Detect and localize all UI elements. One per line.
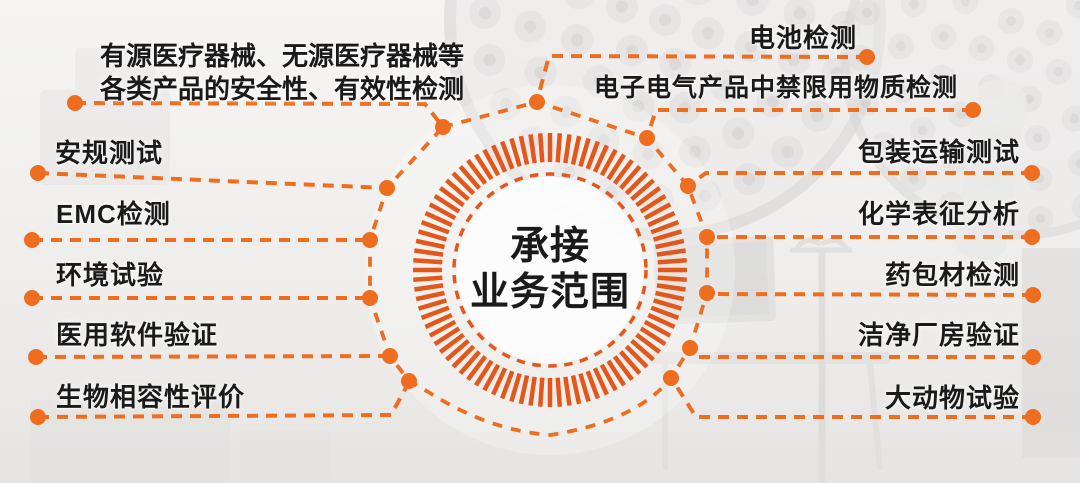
label-emc-test: EMC检测 bbox=[56, 199, 171, 229]
label-restricted-substances-test: 电子电气产品中禁限用物质检测 bbox=[593, 74, 958, 102]
equipment-left bbox=[40, 48, 170, 185]
center-disc bbox=[457, 177, 643, 363]
connector-biocompatibility bbox=[37, 381, 411, 419]
label-packaging-transport-test: 包装运输测试 bbox=[857, 137, 1020, 167]
center-title-line2: 业务范围 bbox=[469, 271, 630, 314]
connector-dots bbox=[24, 49, 1041, 425]
label-battery-test: 电池检测 bbox=[748, 23, 857, 53]
outer-dashed-ring bbox=[368, 100, 709, 437]
surgical-lamp-secondary bbox=[840, 0, 1080, 261]
label-biocompatibility-evaluation: 生物相容性评价 bbox=[56, 382, 246, 412]
label-medical-software-validation: 医用软件验证 bbox=[56, 320, 219, 350]
label-cleanroom-validation: 洁净厂房验证 bbox=[857, 320, 1020, 350]
connector-large-animal bbox=[670, 377, 1033, 419]
connector-software bbox=[35, 354, 391, 359]
connector-network bbox=[24, 49, 1041, 437]
label-environment-test: 环境试验 bbox=[56, 260, 165, 290]
label-safety-regulation-test: 安规测试 bbox=[55, 138, 164, 168]
center-title-line1: 承接 bbox=[509, 225, 590, 268]
label-large-animal-test: 大动物试验 bbox=[884, 383, 1020, 413]
connector-devices-safety bbox=[74, 101, 445, 129]
connector-pharma-packaging bbox=[707, 292, 1034, 297]
label-chemical-characterization: 化学表征分析 bbox=[857, 199, 1020, 229]
floor-shading bbox=[0, 432, 1080, 483]
connector-rohs bbox=[645, 108, 973, 138]
center-title: 承接 业务范围 bbox=[430, 224, 670, 316]
label-pharma-packaging-test: 药包材检测 bbox=[884, 260, 1020, 290]
surgical-lamp-main bbox=[444, 0, 886, 241]
label-device-safety-effectiveness: 有源医疗器械、无源医疗器械等 各类产品的安全性、有效性检测 bbox=[99, 41, 464, 104]
ring-ticks bbox=[413, 133, 687, 407]
connector-safety-regulation bbox=[37, 171, 388, 190]
connector-battery bbox=[535, 53, 868, 102]
connector-packaging bbox=[687, 171, 1032, 187]
cabinets-bottom-left bbox=[30, 400, 330, 483]
inner-dashed-ring bbox=[452, 172, 648, 368]
